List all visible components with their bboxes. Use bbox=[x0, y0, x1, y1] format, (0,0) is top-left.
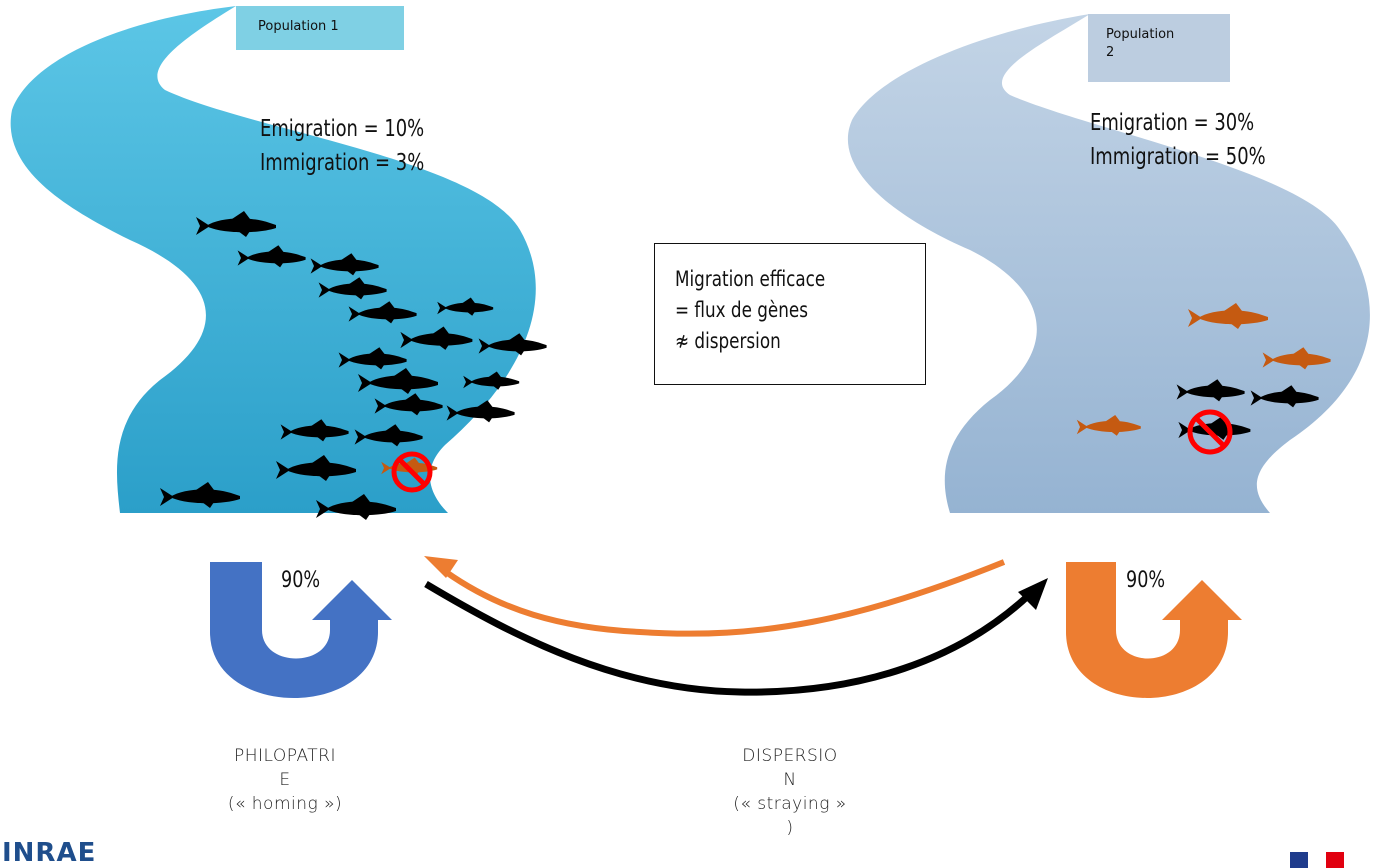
population-2-philopatry-percent: 90% bbox=[1126, 568, 1166, 593]
u-turn-arrow-icon bbox=[210, 562, 392, 698]
inrae-logo: INRAE bbox=[2, 838, 97, 868]
philopatry-caption: PHILOPATRI E (« homing ») bbox=[200, 744, 370, 816]
river-population-2 bbox=[847, 14, 1370, 513]
population-2-label-line2: 2 bbox=[1106, 45, 1115, 60]
curved-arrow-icon bbox=[424, 556, 1006, 637]
dispersion-caption-line4: ) bbox=[786, 818, 794, 838]
population-1-immigration: Immigration = 3% bbox=[260, 150, 425, 176]
u-turn-arrow-icon bbox=[1066, 562, 1242, 698]
philopatry-caption-line2: E bbox=[279, 770, 291, 790]
migration-line-1: Migration efficace bbox=[675, 267, 826, 291]
philopatry-caption-line3: (« homing ») bbox=[227, 794, 343, 814]
population-1-philopatry-percent: 90% bbox=[281, 568, 321, 593]
population-1-stats: Emigration = 10% Immigration = 3% bbox=[260, 112, 424, 180]
dispersion-caption-line2: N bbox=[783, 770, 797, 790]
dispersion-caption-line1: DISPERSIO bbox=[742, 746, 838, 766]
population-2-label-line1: Population bbox=[1106, 27, 1175, 42]
no-entry-icon bbox=[391, 451, 433, 493]
population-2-immigration: Immigration = 50% bbox=[1090, 144, 1266, 170]
dispersion-caption: DISPERSIO N (« straying » ) bbox=[690, 744, 890, 840]
dispersion-caption-line3: (« straying » bbox=[733, 794, 847, 814]
flag-icon bbox=[1290, 852, 1344, 868]
population-1-emigration: Emigration = 10% bbox=[260, 116, 425, 142]
philopatry-caption-line1: PHILOPATRI bbox=[234, 746, 336, 766]
migration-line-3: ≉ dispersion bbox=[675, 329, 781, 353]
curved-arrow-icon bbox=[424, 578, 1048, 696]
migration-definition-box: Migration efficace = flux de gènes ≉ dis… bbox=[654, 243, 926, 385]
population-1-label: Population 1 bbox=[236, 6, 404, 50]
population-1-label-line1: Population 1 bbox=[258, 19, 339, 34]
migration-line-2: = flux de gènes bbox=[675, 298, 809, 322]
population-2-emigration: Emigration = 30% bbox=[1090, 110, 1255, 136]
no-entry-icon bbox=[1187, 409, 1233, 455]
population-2-label: Population 2 bbox=[1088, 14, 1230, 82]
population-2-stats: Emigration = 30% Immigration = 50% bbox=[1090, 106, 1266, 174]
